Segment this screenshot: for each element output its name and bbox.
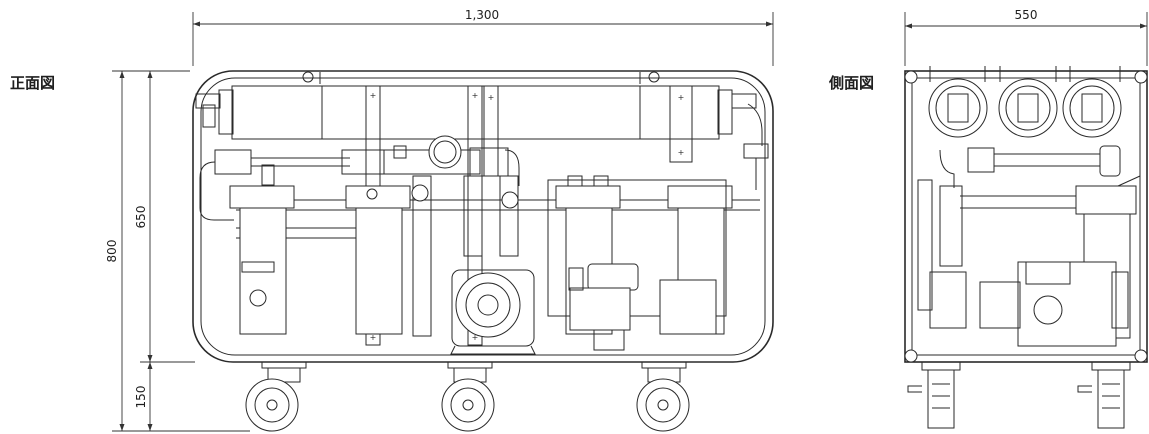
caster-height-label: 150 [134,386,148,409]
side-pump-motor [979,261,1129,347]
pressure-gauge [393,135,519,209]
filter-housing-1 [229,164,295,335]
pump-motor [450,179,727,355]
front-width-dimension: 1,300 [192,8,774,66]
body-height-label: 650 [134,206,148,229]
filter-housing-2 [345,185,411,335]
svg-text:+: + [678,93,685,102]
side-view-frame [904,70,1148,363]
height-dimensions: 800 650 150 [105,70,250,432]
side-width-dimension: 550 [904,8,1148,66]
svg-text:+: + [488,93,495,102]
svg-text:+: + [472,91,479,100]
front-width-label: 1,300 [465,8,499,22]
svg-text:+: + [370,91,377,100]
svg-text:+: + [678,148,685,157]
piping [199,147,760,337]
total-height-label: 800 [105,240,119,263]
side-piping [917,145,1121,329]
side-casters [907,361,1131,429]
front-view-label: 正面図 [10,74,55,92]
side-filter-heads [928,66,1122,138]
frame-supports: + + + + + + + [365,85,693,346]
svg-text:+: + [370,333,377,342]
svg-text:+: + [472,333,479,342]
side-width-label: 550 [1015,8,1038,22]
front-casters [245,361,690,432]
side-view-label: 側面図 [828,74,874,92]
